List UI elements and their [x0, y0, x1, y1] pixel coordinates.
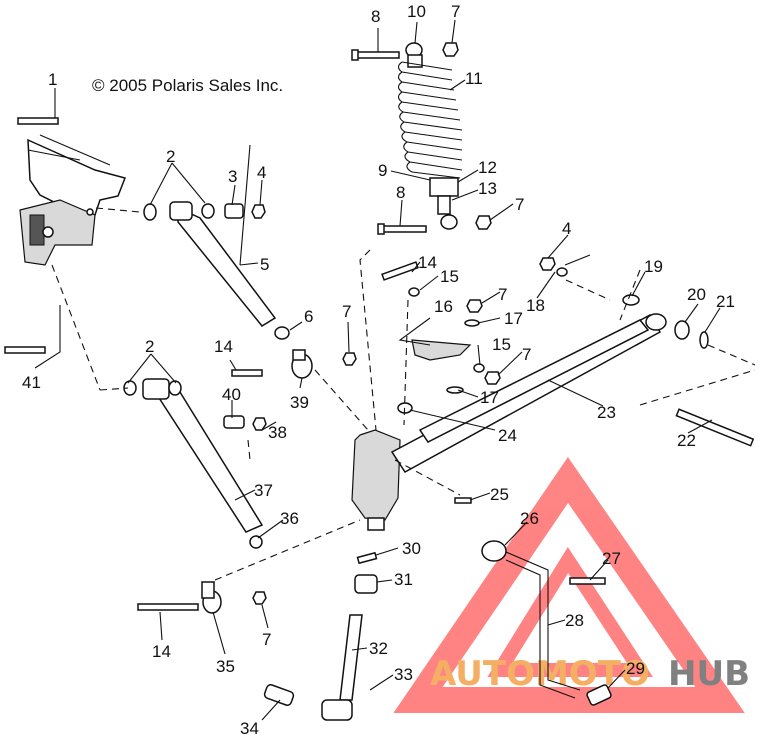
bracket-16	[411, 339, 472, 361]
callout-30: 30	[402, 539, 421, 558]
callout-33: 33	[394, 665, 413, 684]
automotohub-watermark: AUTOMOTO HUB	[393, 457, 750, 713]
callout-22: 22	[677, 431, 696, 450]
callout-11: 11	[465, 69, 483, 88]
callout-14-b: 14	[214, 337, 233, 356]
callout-12: 12	[478, 158, 497, 177]
center-hardware	[342, 257, 640, 504]
callout-36: 36	[280, 509, 299, 528]
callout-16: 16	[434, 297, 453, 316]
callout-19: 19	[644, 257, 663, 276]
callout-35: 35	[216, 657, 235, 676]
callout-34: 34	[240, 719, 259, 735]
callout-4-left: 4	[257, 163, 266, 182]
callout-7-mid: 7	[515, 195, 524, 214]
nut-7-mid	[475, 215, 492, 230]
callout-7-bottom: 7	[262, 630, 271, 649]
callout-7-a: 7	[342, 302, 351, 321]
callout-9: 9	[378, 161, 387, 180]
radius-rod	[390, 313, 755, 473]
callout-31: 31	[394, 570, 413, 589]
callout-26: 26	[520, 509, 539, 528]
callout-32: 32	[369, 639, 388, 658]
callout-2-upper: 2	[166, 147, 175, 166]
frame-mount	[19, 134, 127, 266]
callout-6: 6	[304, 307, 313, 326]
callout-13: 13	[478, 179, 497, 198]
callout-10: 10	[407, 2, 426, 21]
callout-5: 5	[260, 255, 269, 274]
dashed-guide-lines	[51, 207, 756, 581]
callout-18: 18	[526, 296, 545, 315]
callout-2-lower: 2	[145, 337, 154, 356]
callout-7-c: 7	[522, 345, 531, 364]
watermark-triangle	[393, 457, 745, 713]
lower-a-arm	[123, 378, 267, 549]
callout-24: 24	[498, 426, 517, 445]
callout-17-a: 17	[504, 309, 523, 328]
callout-7-top: 7	[451, 2, 460, 21]
callout-23: 23	[597, 403, 616, 422]
callout-28: 28	[565, 611, 584, 630]
callout-8-top: 8	[371, 7, 380, 26]
spindle-assembly	[201, 349, 413, 721]
callout-17-b: 17	[480, 388, 499, 407]
callout-15-a: 15	[440, 267, 459, 286]
callout-21: 21	[716, 292, 735, 311]
leader-lines	[34, 19, 721, 721]
callout-25: 25	[490, 485, 509, 504]
callout-40: 40	[222, 385, 241, 404]
callout-15-b: 15	[492, 335, 511, 354]
callout-37: 37	[254, 481, 273, 500]
callout-20: 20	[687, 285, 706, 304]
callout-3: 3	[228, 167, 237, 186]
bolts-lower-left	[4, 117, 267, 611]
callout-4-right: 4	[562, 219, 571, 238]
callout-39: 39	[290, 393, 309, 412]
shock-absorber	[397, 42, 463, 230]
callout-8-mid: 8	[396, 183, 405, 202]
copyright-text: © 2005 Polaris Sales Inc.	[92, 76, 283, 95]
callout-1: 1	[48, 70, 57, 89]
callout-labels: 1 2 3 4 5 6 7 8 9 10 11 12 13 14 15 16 1…	[22, 2, 735, 735]
bolt-8-mid	[377, 223, 427, 235]
callout-41: 41	[22, 373, 41, 392]
callout-29: 29	[626, 659, 645, 678]
callout-14-a: 14	[418, 253, 437, 272]
watermark-text-hub: HUB	[668, 654, 750, 694]
nut-7-top	[442, 42, 459, 57]
upper-a-arm	[143, 144, 290, 340]
watermark-inner-triangle	[487, 546, 653, 677]
callout-38: 38	[268, 423, 287, 442]
callout-7-b: 7	[498, 285, 507, 304]
callout-14-c: 14	[152, 642, 171, 661]
callout-27: 27	[602, 549, 621, 568]
bolt-8-top	[351, 49, 400, 61]
shock-spring	[397, 61, 463, 179]
